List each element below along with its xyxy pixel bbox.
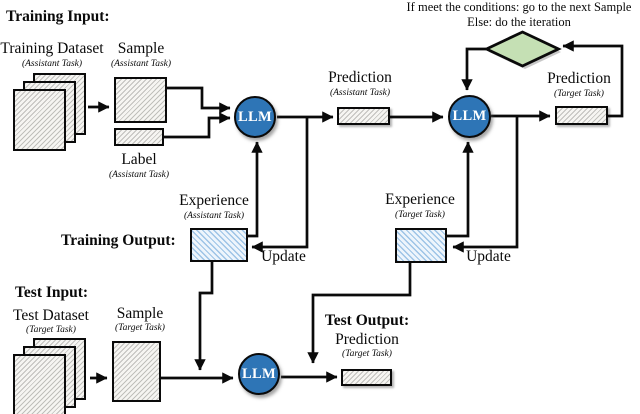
arrow-label-to-llm1 <box>163 112 231 139</box>
experience-target-box <box>395 228 447 263</box>
test-prediction-label: Prediction <box>335 331 399 348</box>
test-output-heading: Test Output: <box>324 312 410 329</box>
llm-node-2: LLM <box>448 95 491 138</box>
arrow-update-experience-target <box>452 116 519 253</box>
experience-assistant-box <box>190 228 248 262</box>
training-input-heading: Training Input: <box>6 8 110 25</box>
arrow-experience-assistant-to-llm1 <box>248 141 263 238</box>
llm-node-3-label: LLM <box>242 365 276 382</box>
sample-assistant-box <box>114 77 167 123</box>
test-prediction-task: (Target Task) <box>342 349 392 359</box>
sample-assistant-task: (Assistant Task) <box>110 59 172 69</box>
training-dataset-task: (Assistant Task) <box>21 59 83 69</box>
arrow-experience-target-to-test-output <box>307 263 412 364</box>
prediction-assistant-label: Prediction <box>328 69 392 86</box>
arrow-update-experience-assistant <box>251 117 309 253</box>
label-assistant-task: (Assistant Task) <box>108 170 170 180</box>
test-dataset-label: Test Dataset <box>13 307 89 324</box>
experience-target-task: (Target Task) <box>395 210 445 220</box>
arrow-prediction-target-to-diamond <box>562 40 624 118</box>
experience-assistant-label: Experience <box>179 192 249 209</box>
document-page-icon <box>13 89 66 151</box>
arrow-diamond-to-llm2 <box>461 47 486 91</box>
sample-target-task: (Target Task) <box>115 323 165 333</box>
document-page-icon <box>13 354 66 414</box>
prediction-assistant-box <box>337 107 390 125</box>
llm-node-2-label: LLM <box>452 108 487 124</box>
update-label-target: Update <box>466 248 511 265</box>
prediction-target-label: Prediction <box>547 70 611 87</box>
sample-assistant-label: Sample <box>117 40 165 57</box>
llm-node-1: LLM <box>234 96 276 138</box>
sample-target-box <box>112 341 161 402</box>
experience-assistant-task: (Assistant Task) <box>183 211 245 221</box>
condition-text-line1: If meet the conditions: go to the next S… <box>406 0 632 14</box>
llm-node-3: LLM <box>238 353 280 395</box>
prediction-assistant-task: (Assistant Task) <box>329 88 391 98</box>
arrow-experience-assistant-to-test-flow <box>194 262 214 371</box>
training-dataset-label: Training Dataset <box>0 40 104 57</box>
label-assistant-label: Label <box>121 151 157 168</box>
label-assistant-box <box>114 128 164 146</box>
condition-text-line2: Else: do the iteration <box>467 15 571 29</box>
training-output-heading: Training Output: <box>61 232 176 249</box>
condition-diamond <box>483 30 562 68</box>
prediction-target-box <box>555 106 608 125</box>
arrow-experience-target-to-llm2 <box>447 141 474 238</box>
arrow-sample-to-llm1 <box>166 86 231 114</box>
test-prediction-box <box>341 369 392 386</box>
prediction-target-task: (Target Task) <box>554 89 604 99</box>
test-dataset-task: (Target Task) <box>26 325 76 335</box>
experience-target-label: Experience <box>385 191 455 208</box>
sample-target-label: Sample <box>116 305 164 322</box>
llm-node-1-label: LLM <box>238 108 272 125</box>
test-input-heading: Test Input: <box>15 284 89 301</box>
update-label-assistant: Update <box>261 248 306 265</box>
